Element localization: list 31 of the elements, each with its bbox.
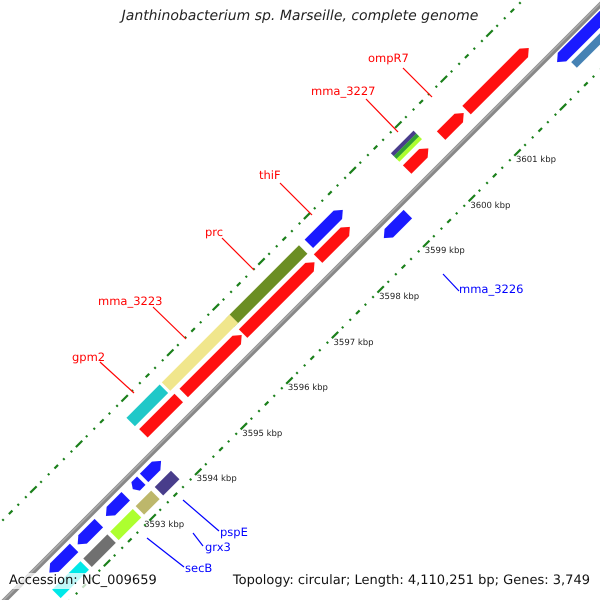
scale-label: 3597 kbp [334, 338, 374, 348]
leader-line [146, 538, 184, 568]
gene-label: mma_3223 [98, 295, 162, 308]
leader-line [152, 306, 186, 340]
scale-label: 3598 kbp [379, 292, 420, 302]
scale-label: 3600 kbp [470, 202, 510, 212]
gene-label: thiF [259, 169, 281, 182]
leader-line [100, 362, 134, 394]
scale-label: 3599 kbp [424, 247, 465, 257]
gene-label: mma_3226 [459, 283, 524, 296]
leader-line [222, 238, 254, 270]
gene-label: grx3 [205, 541, 231, 554]
diagram-title: Janthinobacterium sp. Marseille, complete genome [118, 9, 480, 24]
gene-label: gpm2 [72, 351, 106, 364]
scale-label: 3595 kbp [242, 430, 282, 440]
scale-label: 3601 kbp [516, 156, 556, 166]
leader-line [402, 68, 432, 98]
gene-label: secB [185, 562, 212, 575]
gene-label: pspE [220, 526, 248, 539]
scale-label: 3594 kbp [196, 475, 237, 485]
leader-line [366, 98, 398, 132]
scale-label: 3596 kbp [288, 384, 328, 394]
genome-info-text: Topology: circular; Length: 4,110,251 bp; Genes: 3,749 [232, 574, 590, 588]
leader-line [442, 274, 460, 292]
scale-label: 3593 kbp [144, 520, 184, 530]
leader-line [280, 182, 312, 216]
gene-label: ompR7 [368, 52, 409, 65]
gene-label: prc [205, 226, 224, 239]
leader-line [192, 532, 204, 546]
leader-line [182, 500, 220, 532]
gene-label: mma_3227 [311, 85, 376, 98]
